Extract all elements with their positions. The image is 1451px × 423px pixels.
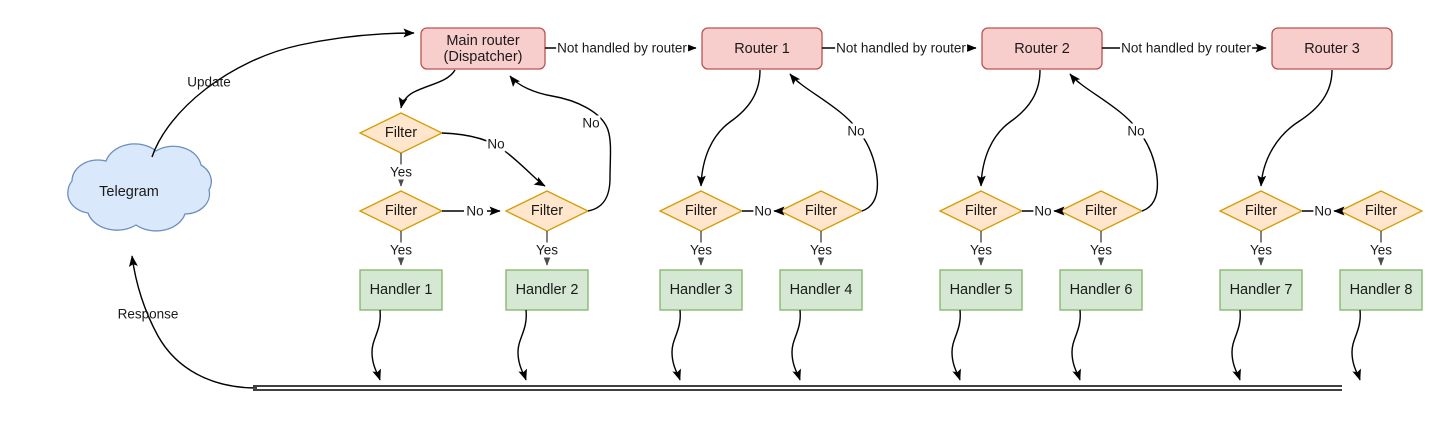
node-main-router[interactable]: [420, 27, 546, 70]
edge-handler-8-to-bus: [1351, 309, 1361, 381]
edge-handler-2-to-bus: [517, 309, 527, 381]
node-handler-6[interactable]: [1059, 269, 1143, 311]
edge-filter-a-no: [441, 132, 546, 187]
edge-router-2-to-filter-3: [976, 69, 1041, 187]
edge-handler-3-to-bus: [671, 309, 681, 381]
node-handler-2[interactable]: [505, 269, 589, 311]
node-filter-c[interactable]: [504, 190, 590, 232]
edge-handler-6-to-bus: [1071, 309, 1081, 381]
edge-handler-4-to-bus: [791, 309, 801, 381]
edge-router-3-to-filter-5: [1257, 69, 1333, 187]
edge-update: [151, 28, 415, 158]
edge-handler-1-to-bus: [371, 309, 381, 381]
edge-main-router-to-filter-a: [398, 69, 456, 109]
node-telegram-cloud[interactable]: [67, 143, 212, 232]
node-handler-4[interactable]: [779, 269, 863, 311]
node-router-3[interactable]: [1271, 27, 1393, 70]
edge-filter-2-no-to-router-1: [789, 73, 879, 212]
node-handler-5[interactable]: [939, 269, 1023, 311]
edge-handler-5-to-bus: [951, 309, 961, 381]
node-handler-1[interactable]: [359, 269, 443, 311]
edge-handler-7-to-bus: [1231, 309, 1241, 381]
node-handler-3[interactable]: [659, 269, 743, 311]
node-handler-8[interactable]: [1339, 269, 1423, 311]
node-filter-4[interactable]: [1058, 190, 1144, 232]
node-filter-b[interactable]: [358, 190, 444, 232]
edge-filter-4-no-to-router-2: [1069, 73, 1159, 212]
node-handler-7[interactable]: [1219, 269, 1303, 311]
node-filter-6[interactable]: [1338, 190, 1424, 232]
node-filter-3[interactable]: [938, 190, 1024, 232]
node-router-2[interactable]: [981, 27, 1103, 70]
node-router-1[interactable]: [701, 27, 823, 70]
node-filter-2[interactable]: [778, 190, 864, 232]
node-filter-5[interactable]: [1218, 190, 1304, 232]
edge-filter-c-no-to-main-router: [509, 75, 612, 212]
node-filter-1[interactable]: [658, 190, 744, 232]
edge-router-1-to-filter-1: [696, 69, 761, 187]
node-filter-a[interactable]: [358, 112, 444, 154]
edge-response-to-telegram: [128, 255, 258, 389]
